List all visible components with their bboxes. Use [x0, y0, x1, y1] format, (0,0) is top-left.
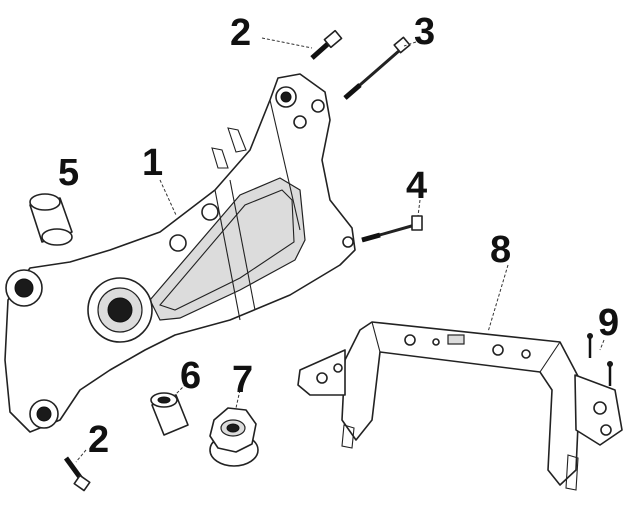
- leader-lines: [75, 37, 605, 463]
- part-6-spacer: [150, 392, 189, 436]
- part-3-long-bolt: [343, 36, 411, 100]
- callout-7: 7: [232, 359, 253, 401]
- part-2-bolt-bottom: [63, 456, 91, 492]
- part-1-swingarm: [4, 73, 356, 433]
- callout-9: 9: [598, 302, 619, 344]
- callout-2-top: 2: [230, 12, 251, 54]
- callout-5: 5: [58, 152, 79, 194]
- part-8-u-bracket: [297, 321, 623, 491]
- callout-6: 6: [180, 355, 201, 397]
- part-9-screws: [587, 333, 613, 386]
- callout-8: 8: [490, 229, 511, 271]
- callout-1: 1: [142, 142, 163, 184]
- part-2-bolt-top: [310, 29, 343, 60]
- part-7-flange-nut: [209, 407, 259, 467]
- callout-2-bottom: 2: [88, 419, 109, 461]
- callout-4: 4: [406, 165, 427, 207]
- part-5-bushing: [29, 193, 73, 246]
- callout-3: 3: [414, 11, 435, 53]
- part-4-bolt: [361, 215, 423, 243]
